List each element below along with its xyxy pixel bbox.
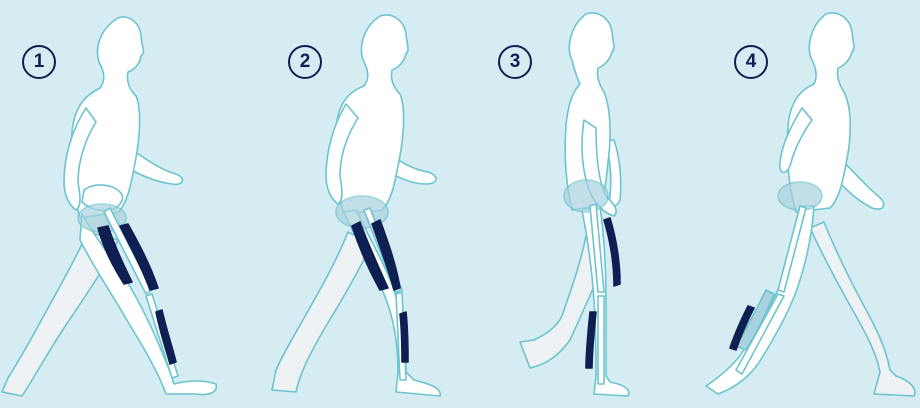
figure-1 — [2, 17, 216, 396]
figure-2 — [272, 15, 440, 396]
figure-3-calf-muscle — [586, 312, 596, 368]
figure-4 — [706, 13, 915, 396]
figure-3-glute — [564, 180, 608, 212]
figure-3-tibia — [598, 296, 604, 384]
figure-2-shin-muscle — [400, 312, 408, 362]
figure-2-far-leg — [272, 232, 372, 392]
figure-4-far-leg — [810, 222, 915, 396]
figure-3 — [520, 13, 629, 396]
